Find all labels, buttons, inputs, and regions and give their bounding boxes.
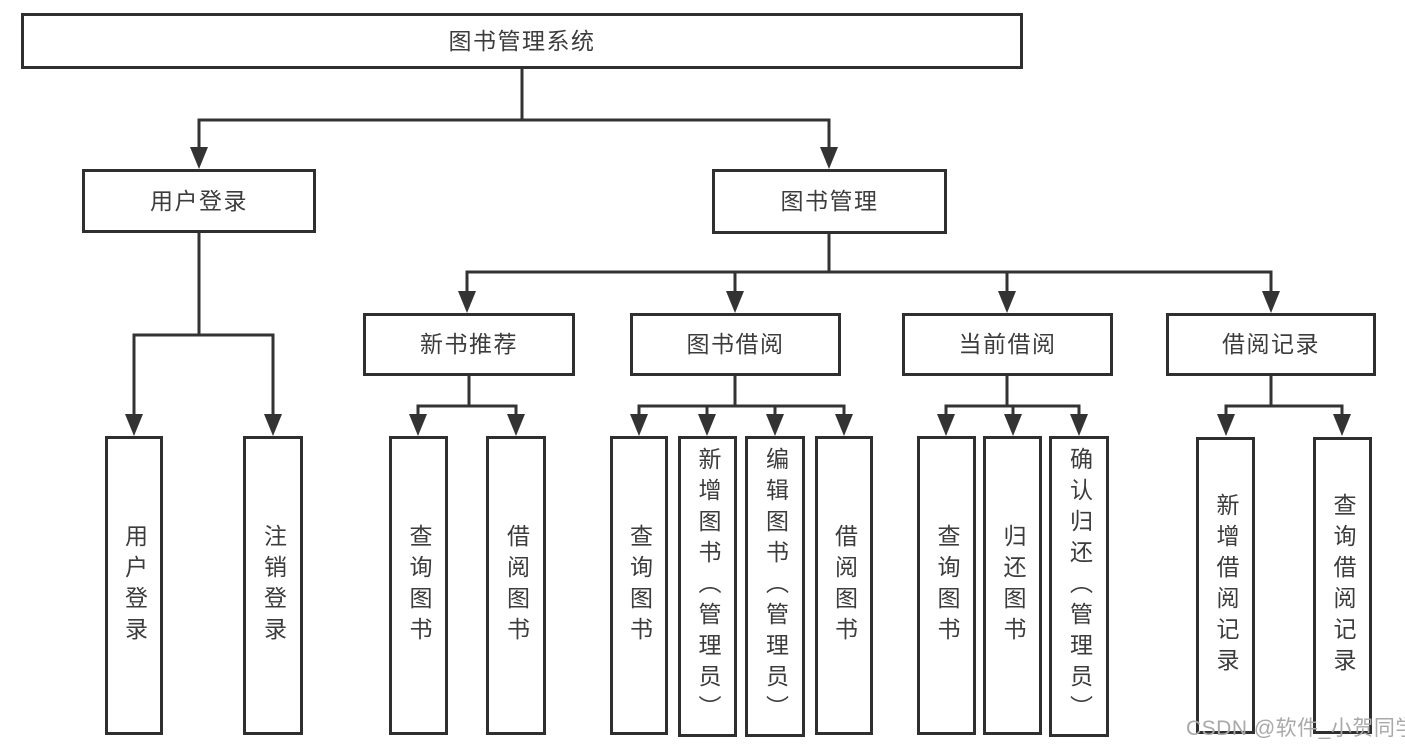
node-root: 图书管理系统	[21, 13, 1023, 69]
node-borrowing-records: 借阅记录	[1166, 313, 1376, 376]
node-label: 归还图书	[1000, 523, 1026, 648]
arrow-down-icon	[507, 414, 525, 436]
leaf-borrow-books-borrowing: 借阅图书	[815, 436, 873, 735]
arrow-down-icon	[998, 291, 1016, 313]
node-label: 查询图书	[934, 523, 960, 648]
arrow-down-icon	[937, 414, 955, 436]
leaf-add-books-admin: 新增图书（管理员）	[678, 436, 737, 737]
node-label: 借阅图书	[831, 523, 858, 648]
leaf-edit-books-admin: 编辑图书（管理员）	[745, 436, 805, 737]
leaf-query-books-current: 查询图书	[917, 436, 976, 735]
node-book-borrowing: 图书借阅	[630, 313, 841, 376]
arrowheads	[125, 147, 1351, 436]
leaf-query-books-recommend: 查询图书	[389, 436, 448, 735]
connector-root-split	[197, 118, 831, 150]
node-label: 确认归还（管理员）	[1066, 447, 1093, 726]
node-label: 新增图书（管理员）	[695, 447, 721, 726]
node-label: 注销登录	[260, 523, 287, 648]
arrow-down-icon	[190, 147, 208, 169]
arrow-down-icon	[458, 291, 476, 313]
leaf-confirm-return-admin: 确认归还（管理员）	[1049, 436, 1109, 737]
arrow-down-icon	[726, 291, 744, 313]
node-label: 用户登录	[150, 187, 248, 214]
leaf-return-books: 归还图书	[983, 436, 1042, 735]
node-label: 当前借阅	[958, 331, 1057, 357]
arrow-down-icon	[835, 414, 853, 436]
connector-borrowing-split	[637, 404, 846, 420]
leaf-borrow-books-recommend: 借阅图书	[486, 436, 546, 735]
leaf-user-login: 用户登录	[105, 436, 163, 735]
connector-recommend-split	[416, 404, 518, 420]
node-label: 新增借阅记录	[1213, 492, 1239, 679]
node-label: 用户登录	[121, 523, 148, 648]
node-book-management: 图书管理	[712, 169, 947, 234]
connector-records-split	[1224, 404, 1344, 420]
arrow-down-icon	[766, 414, 784, 436]
node-label: 图书管理系统	[448, 27, 596, 54]
leaf-query-borrow-record: 查询借阅记录	[1313, 437, 1372, 734]
arrow-down-icon	[1004, 414, 1022, 436]
arrow-down-icon	[1262, 291, 1280, 313]
arrow-down-icon	[820, 147, 838, 169]
node-label: 图书借阅	[686, 331, 785, 357]
node-label: 查询借阅记录	[1330, 492, 1356, 679]
node-label: 图书管理	[780, 188, 879, 214]
arrow-down-icon	[125, 414, 143, 436]
leaf-query-books-borrowing: 查询图书	[610, 436, 668, 735]
watermark: CSDN @软件_小贺同学	[1186, 717, 1405, 740]
arrow-down-icon	[264, 414, 282, 436]
node-current-borrowing: 当前借阅	[902, 313, 1113, 376]
connector-user-login-split	[132, 333, 275, 420]
node-new-book-recommendation: 新书推荐	[363, 313, 575, 376]
leaf-add-borrow-record: 新增借阅记录	[1196, 437, 1255, 734]
node-label: 借阅图书	[503, 523, 530, 648]
arrow-down-icon	[630, 414, 648, 436]
arrow-down-icon	[1217, 414, 1235, 436]
leaf-logout: 注销登录	[243, 436, 303, 735]
node-label: 借阅记录	[1222, 331, 1320, 357]
arrow-down-icon	[409, 414, 427, 436]
arrow-down-icon	[698, 414, 716, 436]
node-label: 查询图书	[626, 523, 653, 648]
connector-book-mgmt-split	[465, 270, 1273, 298]
node-label: 查询图书	[406, 523, 432, 648]
arrow-down-icon	[1333, 414, 1351, 436]
node-label: 新书推荐	[420, 331, 518, 357]
node-label: 编辑图书（管理员）	[762, 447, 789, 726]
arrow-down-icon	[1070, 414, 1088, 436]
node-user-login: 用户登录	[82, 169, 316, 233]
